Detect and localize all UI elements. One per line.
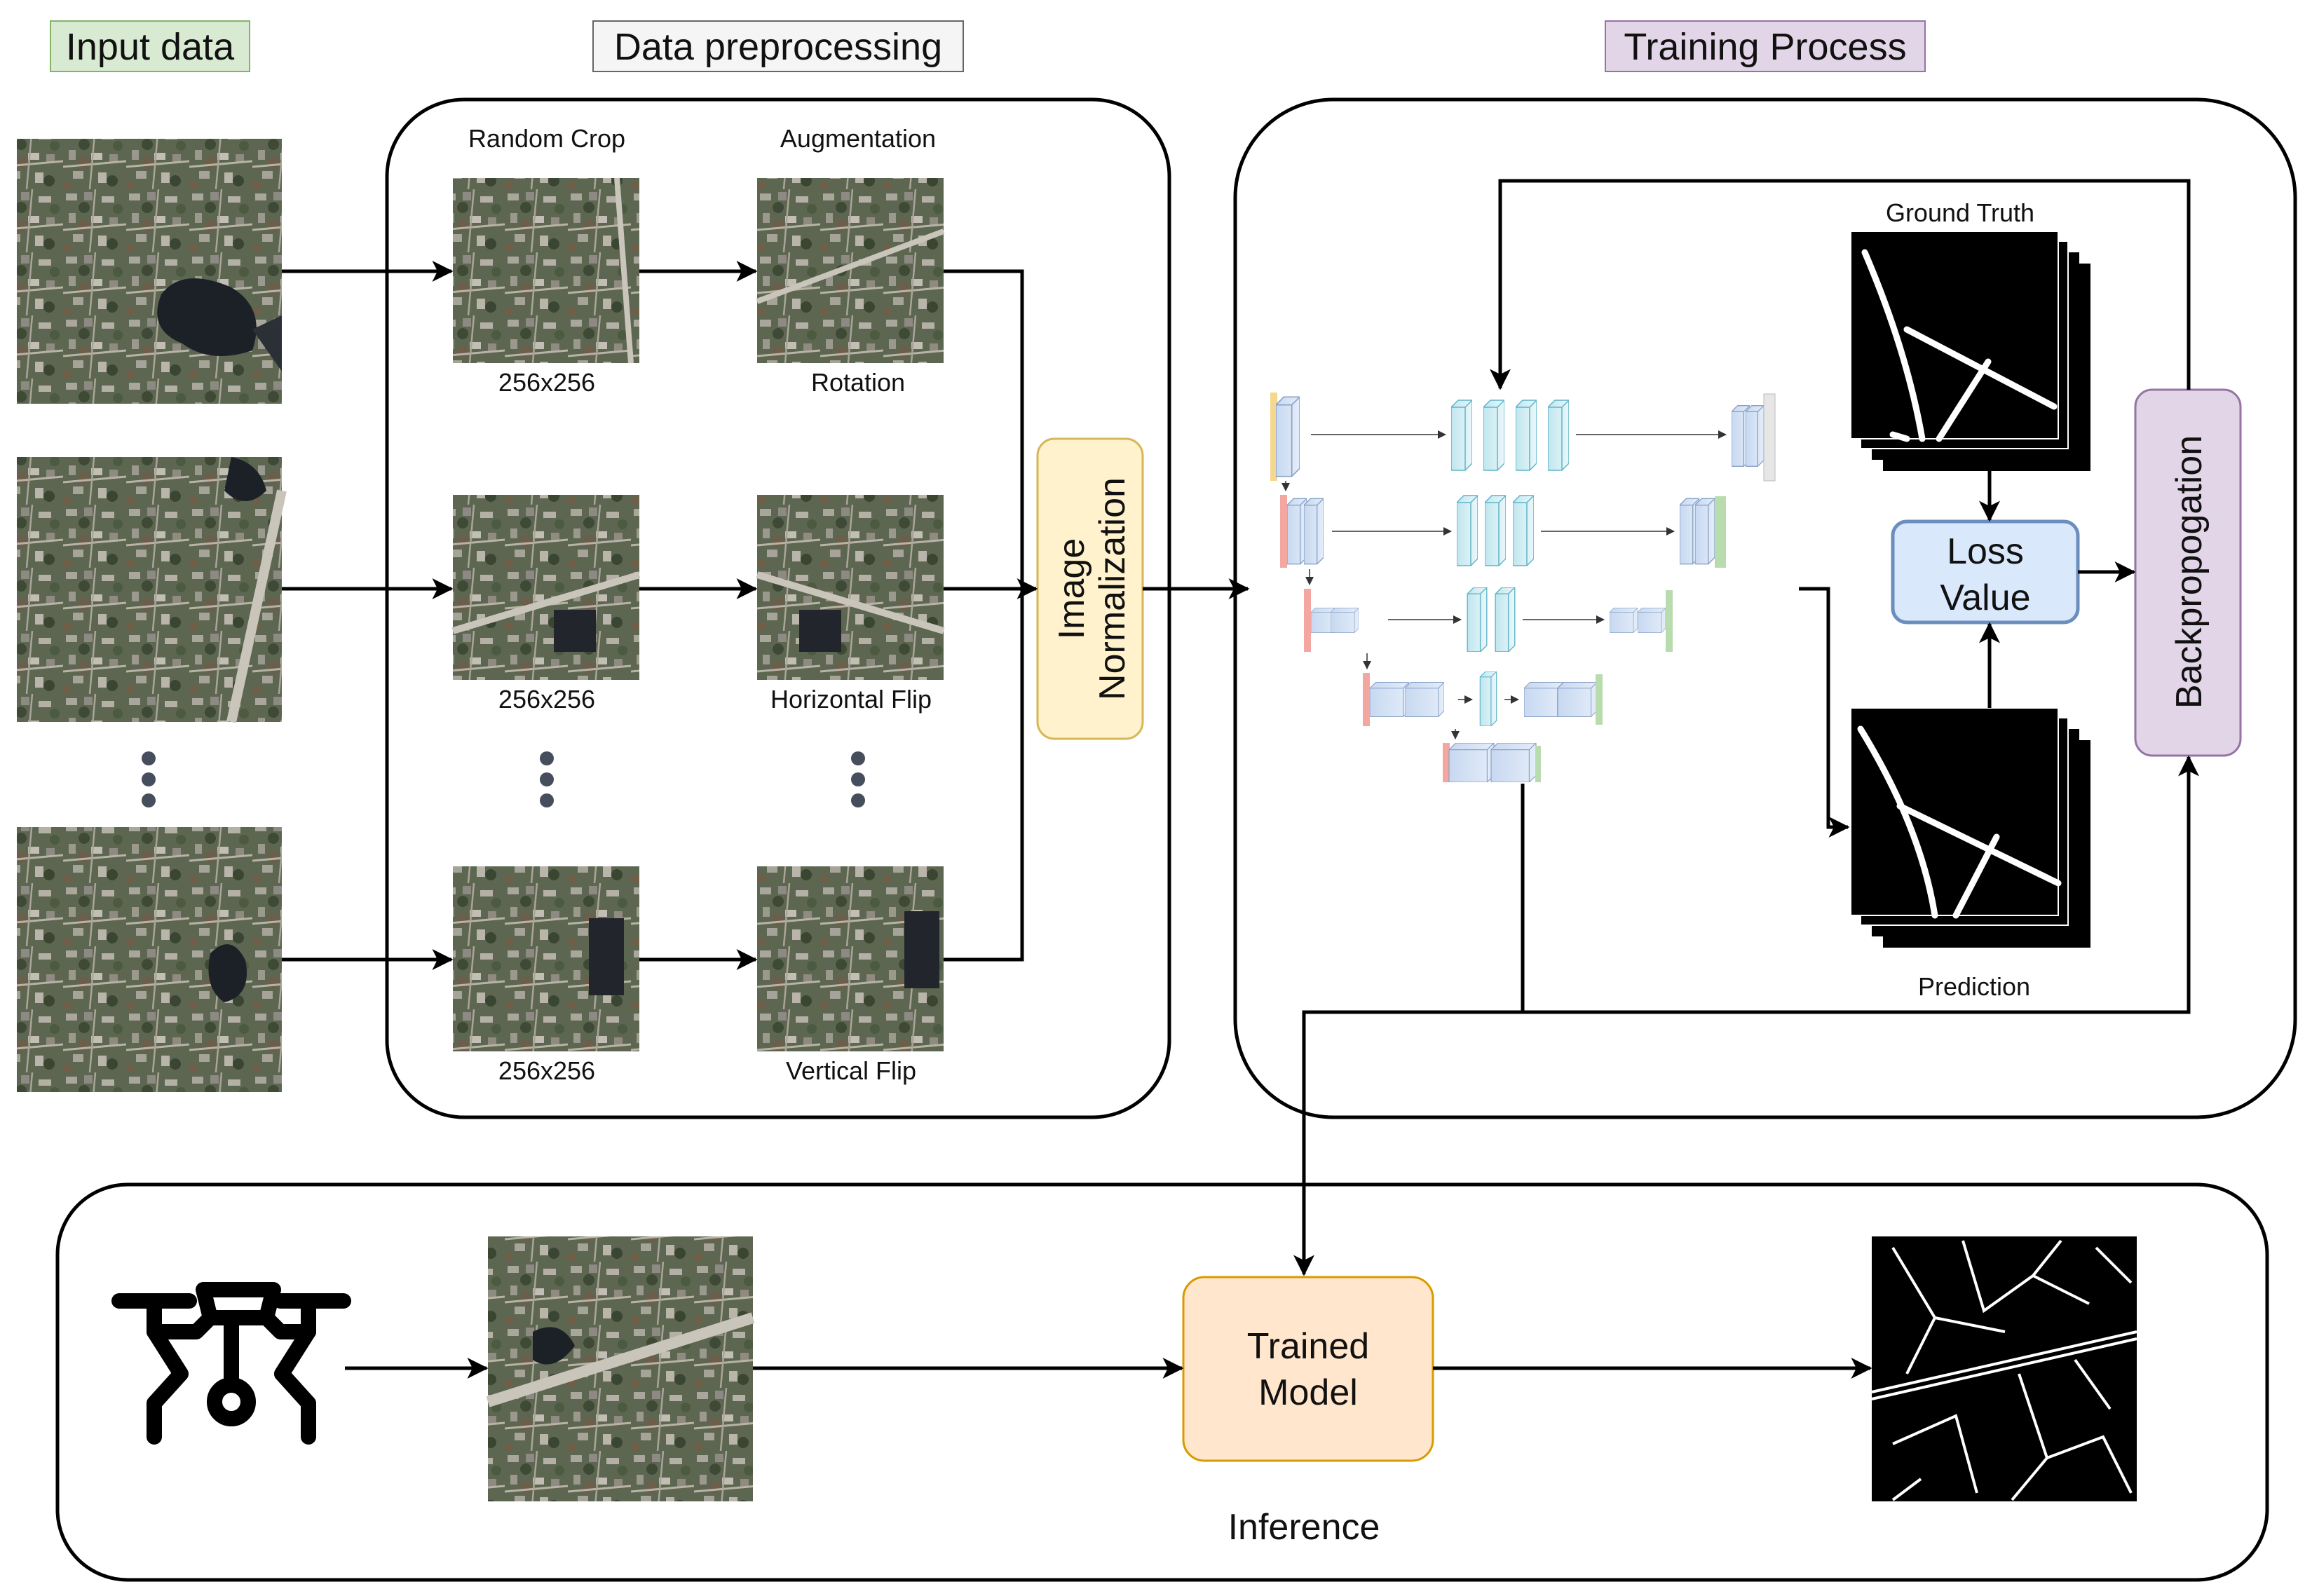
road-mask-output-image — [1871, 1236, 2137, 1501]
horizontal-flip-label: Horizontal Flip — [770, 685, 932, 714]
training-arrows — [1293, 179, 2199, 1276]
training-container — [1233, 97, 2297, 1119]
header-input-data: Input data — [50, 20, 250, 72]
svg-text:Backpropogation: Backpropogation — [2169, 435, 2210, 709]
svg-text:Trained: Trained — [1247, 1326, 1369, 1367]
crop-image-1 — [453, 178, 639, 363]
header-data-preprocessing: Data preprocessing — [592, 20, 964, 72]
size-label-3: 256x256 — [498, 1056, 595, 1085]
size-label-1: 256x256 — [498, 368, 595, 397]
input-image-3 — [17, 827, 282, 1092]
svg-text:Input data: Input data — [66, 26, 235, 68]
input-image-1 — [17, 139, 282, 404]
augmentation-separator-dots — [851, 751, 865, 807]
augmented-image-horizontal-flip — [757, 495, 944, 680]
crop-separator-dots — [540, 751, 554, 807]
trained-model-box: Trained Model — [1182, 1276, 1434, 1462]
svg-text:Value: Value — [1940, 578, 2030, 618]
input-image-2 — [17, 457, 287, 723]
size-label-2: 256x256 — [498, 685, 595, 714]
crop-image-2 — [453, 495, 639, 680]
ground-truth-label: Ground Truth — [1886, 198, 2034, 227]
drone-icon — [111, 1282, 351, 1445]
inference-input-image — [486, 1236, 755, 1501]
svg-text:Training Process: Training Process — [1624, 26, 1906, 68]
svg-text:Model: Model — [1258, 1372, 1358, 1413]
rotation-label: Rotation — [811, 368, 905, 397]
input-separator-dots — [142, 751, 156, 807]
vertical-flip-label: Vertical Flip — [786, 1056, 916, 1085]
backpropagation-box: Backpropogation — [2134, 388, 2242, 757]
unet-architecture-icon — [1270, 393, 1776, 782]
inference-container — [55, 1182, 2269, 1582]
prediction-mask-stack — [1850, 707, 2090, 948]
inference-label: Inference — [1228, 1507, 1380, 1548]
header-training-process: Training Process — [1605, 20, 1926, 72]
random-crop-label: Random Crop — [468, 124, 625, 153]
augmented-image-rotation — [757, 178, 944, 363]
svg-text:Normalization: Normalization — [1092, 477, 1133, 700]
preprocessing-arrows — [282, 261, 1250, 970]
prediction-label: Prediction — [1918, 972, 2030, 1001]
loss-value-box: Loss Value — [1891, 519, 2080, 625]
svg-text:Data preprocessing: Data preprocessing — [614, 26, 942, 68]
svg-text:Loss: Loss — [1947, 531, 2024, 572]
ground-truth-mask-stack — [1850, 231, 2090, 471]
svg-text:Image: Image — [1052, 538, 1092, 640]
image-normalization-box: Image Normalization — [1036, 437, 1144, 740]
augmentation-label: Augmentation — [780, 124, 936, 153]
preprocessing-container — [385, 97, 1171, 1119]
